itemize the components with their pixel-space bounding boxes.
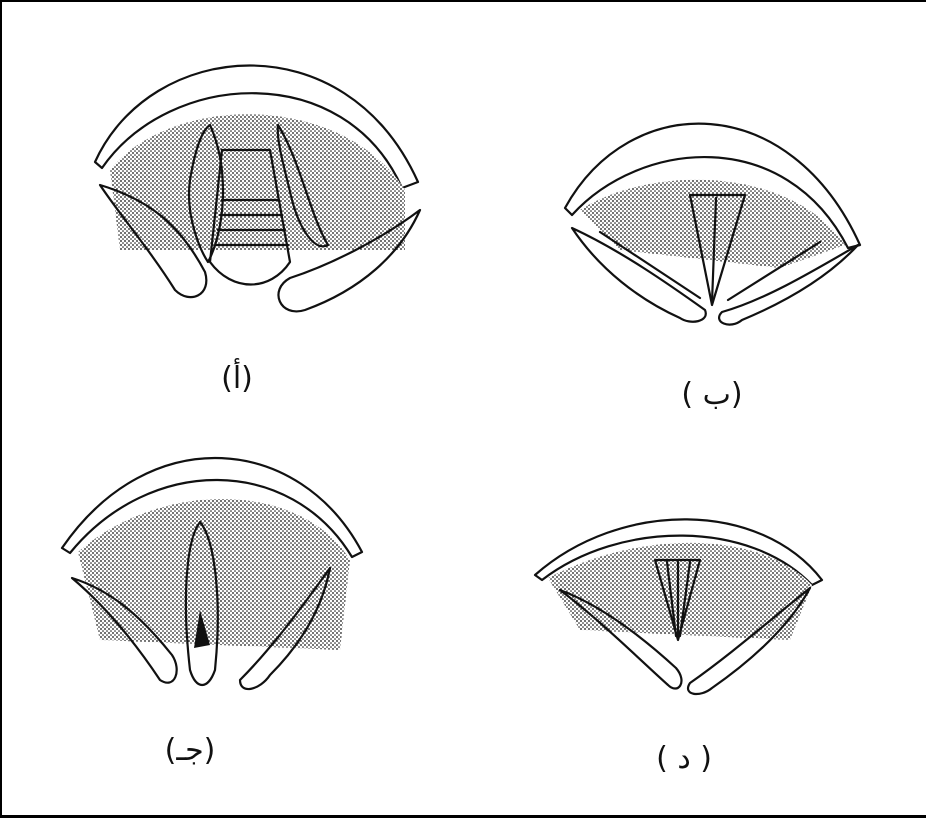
- panel-b-drawing: [565, 124, 860, 325]
- panel-b-label: ( ب): [681, 377, 742, 412]
- panel-c-label: (جـ): [165, 733, 216, 768]
- panel-d-drawing: [535, 519, 822, 694]
- panel-c-drawing: [62, 458, 362, 689]
- panel-a-label: (أ): [221, 357, 253, 396]
- panel-a-drawing: [95, 66, 420, 312]
- panel-d-label: ( د ): [656, 741, 712, 776]
